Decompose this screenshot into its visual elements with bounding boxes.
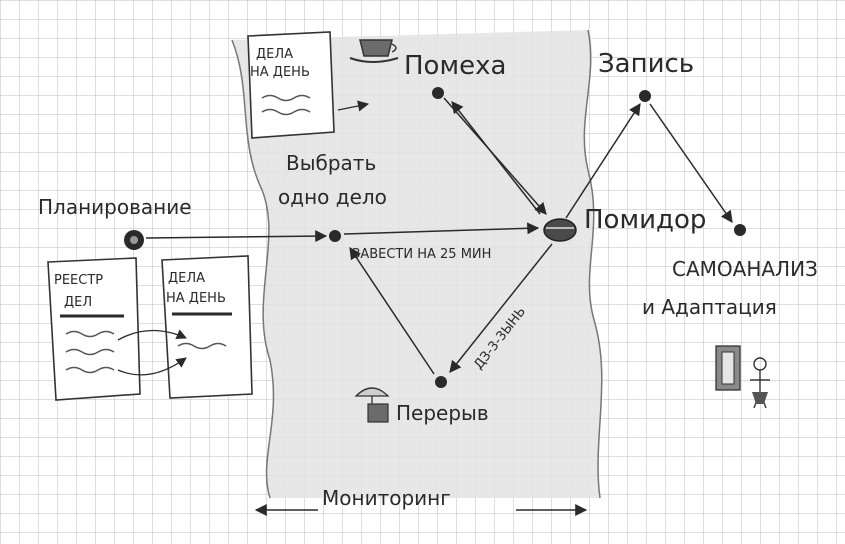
- tomato-label: Помидор: [584, 205, 706, 235]
- registry-title-1: РЕЕСТР: [54, 273, 103, 288]
- monitoring-left-border: [231, 39, 275, 499]
- self-analysis-label-2: и Адаптация: [642, 295, 777, 319]
- start-timer-label: ЗАВЕСТИ НА 25 МИН: [352, 247, 491, 262]
- todo-title-2: НА ДЕНЬ: [166, 291, 226, 306]
- mirror-person-icon: [715, 345, 770, 409]
- record-label: Запись: [598, 49, 694, 79]
- break-node: [435, 376, 447, 388]
- edge-tomato-break: [449, 243, 553, 373]
- todo-card: ДЕЛА НА ДЕНЬ: [117, 255, 253, 399]
- teacup-icon: [349, 39, 399, 63]
- choose-task-node: [329, 230, 341, 242]
- interruption-node: [432, 87, 444, 99]
- todo-title-1: ДЕЛА: [168, 271, 205, 286]
- registry-title-2: ДЕЛ: [64, 295, 92, 310]
- todo-top-title-2: НА ДЕНЬ: [250, 65, 310, 80]
- edge-tomato-interruption: [451, 101, 541, 215]
- record-node: [639, 90, 651, 102]
- break-label: Перерыв: [396, 401, 489, 425]
- edge-tomato-record: [565, 102, 641, 219]
- planning-node-center: [130, 236, 138, 244]
- registry-card: РЕЕСТР ДЕЛ: [47, 257, 141, 401]
- interruption-label: Помеха: [404, 51, 506, 81]
- planning-label: Планирование: [38, 195, 192, 219]
- choose-task-label-1: Выбрать: [286, 151, 376, 175]
- umbrella-icon: [354, 387, 390, 423]
- choose-task-label-2: одно дело: [278, 185, 387, 209]
- self-analysis-label-1: САМОАНАЛИЗ: [672, 257, 818, 281]
- edge-planning-choose: [145, 230, 328, 243]
- monitoring-label: Мониторинг: [322, 486, 451, 510]
- monitoring-right-border: [583, 29, 603, 499]
- tomato-icon: [543, 218, 577, 242]
- edge-record-selfanalysis: [649, 103, 733, 223]
- edge-break-choose: [349, 247, 435, 375]
- monitoring-area: [232, 30, 602, 498]
- todo-card-top: ДЕЛА НА ДЕНЬ: [247, 31, 370, 139]
- todo-top-title-1: ДЕЛА: [256, 47, 293, 62]
- edge-choose-tomato: [343, 222, 540, 235]
- self-analysis-node: [734, 224, 746, 236]
